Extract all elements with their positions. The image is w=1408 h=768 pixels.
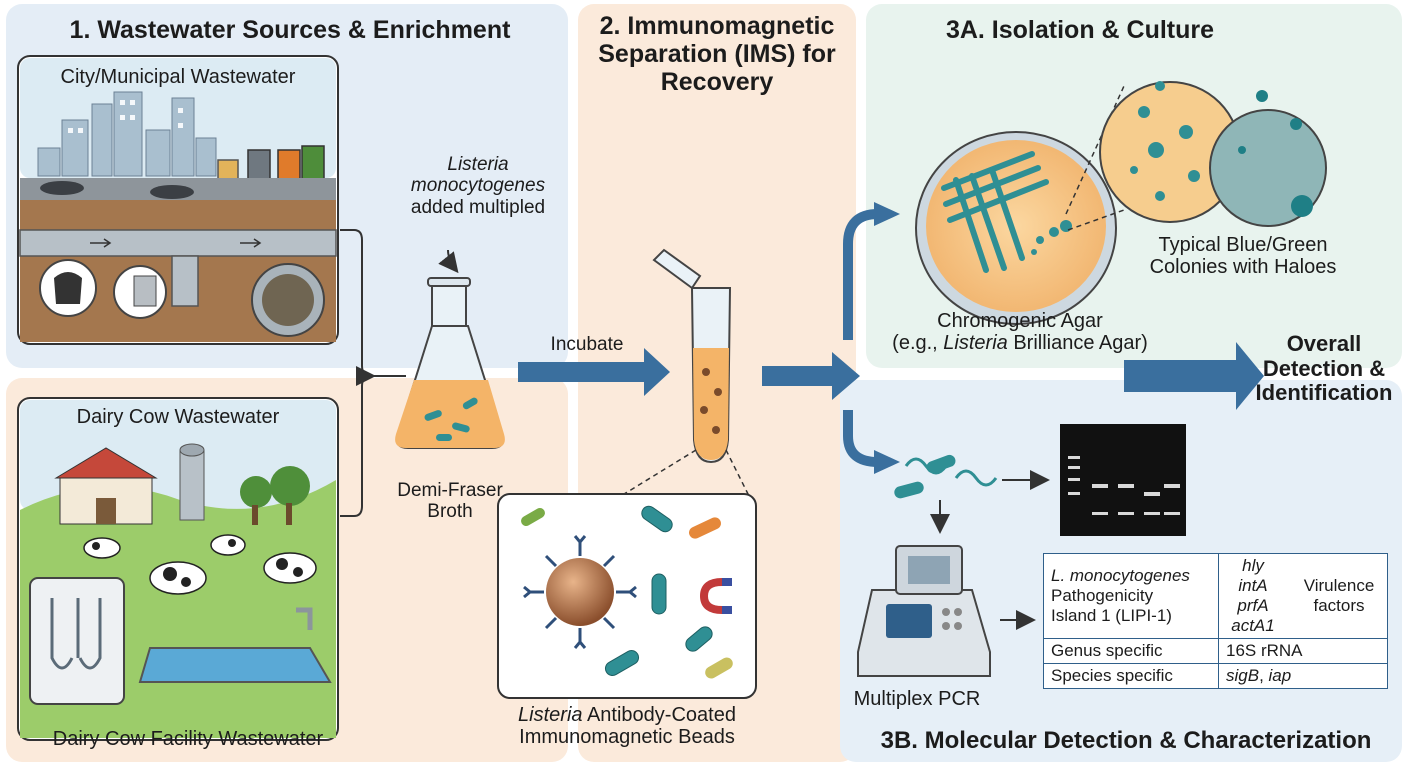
dairy-wastewater-label: Dairy Cow Wastewater [76,406,280,428]
colonies-caption-line1: Typical Blue/Green [1158,234,1328,256]
incubate-arrow [518,348,670,396]
spike-species-italic-2: monocytogenes [410,175,546,197]
agar-prefix: (e.g., [892,332,944,355]
gene-sigb: sigB [1226,666,1260,685]
broth-label-line1: Demi-Fraser [397,480,503,501]
beads-inset-illustration [497,493,757,699]
table-row: L. monocytogenes Pathogenicity Island 1 … [1043,553,1388,639]
colonies-caption-line2: Colonies with Haloes [1149,256,1337,279]
magnify-line-1 [1065,85,1125,215]
panel3a-heading: 3A. Isolation & Culture [945,16,1215,44]
table-row: Species specific sigB, iap [1043,663,1388,689]
agar-caption-line1: Chromogenic Agar [937,310,1103,332]
pcr-machine-illustration [857,545,991,677]
branch-arrowhead-up [874,202,900,226]
species-specific-label: Species specific [1043,663,1219,689]
virulence-gene-table: L. monocytogenes Pathogenicity Island 1 … [1043,553,1388,689]
overall-detection-arrow [1124,342,1264,410]
lipi-cell: L. monocytogenes Pathogenicity Island 1 … [1043,553,1219,639]
gene-acta1: actA1 [1231,616,1275,635]
agar-genus-italic: Listeria [943,332,1008,355]
table-row: Genus specific 16S rRNA [1043,638,1388,664]
gene-iap: iap [1268,666,1292,685]
broth-label: Demi-Fraser Broth [368,480,532,523]
lipi-species-italic: L. monocytogenes [1051,566,1190,585]
gene-separator: , [1259,666,1269,685]
colony-zoom-illustration [1099,81,1327,227]
panel3b-heading: 3B. Molecular Detection & Characterizati… [880,727,1372,754]
ims-exit-arrow [762,352,860,400]
overall-line1: Overall [1286,331,1362,356]
panel2-heading-line2: Separation (IMS) for [598,40,836,68]
virulence-line1: Virulence [1303,576,1375,595]
genes-cell: hly intA prfA actA1 [1218,553,1280,639]
beads-caption-line2: Immunomagnetic Beads [519,726,735,749]
magnify-line-2 [1067,209,1125,231]
overall-line3: Identification [1255,380,1393,406]
colonies-caption: Typical Blue/Green Colonies with Haloes [1128,234,1358,279]
species-specific-genes: sigB, iap [1218,663,1388,689]
gel-image [1060,424,1186,536]
gene-prfa: prfA [1237,596,1269,615]
genus-specific-label: Genus specific [1043,638,1219,664]
branch-arrow-up [843,209,879,340]
lipi-line2: Pathogenicity [1051,586,1154,605]
petri-dish-illustration [915,131,1117,325]
tube-icon [652,248,732,464]
panel2-heading-line3: Recovery [660,68,774,96]
virulence-line2: factors [1313,596,1365,615]
lipi-line3: Island 1 (LIPI-1) [1051,606,1172,625]
pcr-label: Multiplex PCR [853,688,981,710]
city-wastewater-label: City/Municipal Wastewater [60,66,296,88]
panel2-heading-line1: 2. Immunomagnetic [599,12,835,40]
incubate-label: Incubate [550,334,624,355]
panel1-heading: 1. Wastewater Sources & Enrichment [69,16,511,44]
branch-arrow-down [843,410,879,467]
agar-caption: Chromogenic Agar (e.g., Listeria Brillia… [860,310,1180,355]
virulence-factors-cell: Virulence factors [1280,553,1388,639]
beads-genus-italic: Listeria [518,704,583,726]
agar-suffix: Brilliance Agar) [1007,332,1148,355]
gene-hly: hly [1242,556,1264,575]
beads-caption: Listeria Antibody-Coated Immunomagnetic … [488,704,766,749]
broth-label-line2: Broth [427,501,473,523]
overall-detection-label: Overall Detection & Identification [1244,331,1404,406]
branch-arrowhead-down [874,450,900,474]
panel2-heading: 2. Immunomagnetic Separation (IMS) for R… [582,12,852,96]
spike-note: Listeria monocytogenes added multipled [378,154,578,218]
genus-specific-gene: 16S rRNA [1218,638,1388,664]
dna-and-bacteria-illustration [894,454,998,499]
beads-caption-rest: Antibody-Coated [586,704,736,726]
spike-species-italic: Listeria [447,154,509,175]
dairy-to-flask-connector [340,366,376,517]
gene-inta: intA [1238,576,1268,595]
flask-icon [395,277,505,449]
overall-line2: Detection & [1262,355,1386,381]
spike-note-text: added multipled [410,196,546,218]
spike-arrow [438,249,459,274]
dairy-scene-illustration [17,397,339,741]
zoom-line-left [597,449,697,511]
city-scene-illustration [17,55,339,345]
dairy-facility-label: Dairy Cow Facility Wastewater [52,728,324,750]
